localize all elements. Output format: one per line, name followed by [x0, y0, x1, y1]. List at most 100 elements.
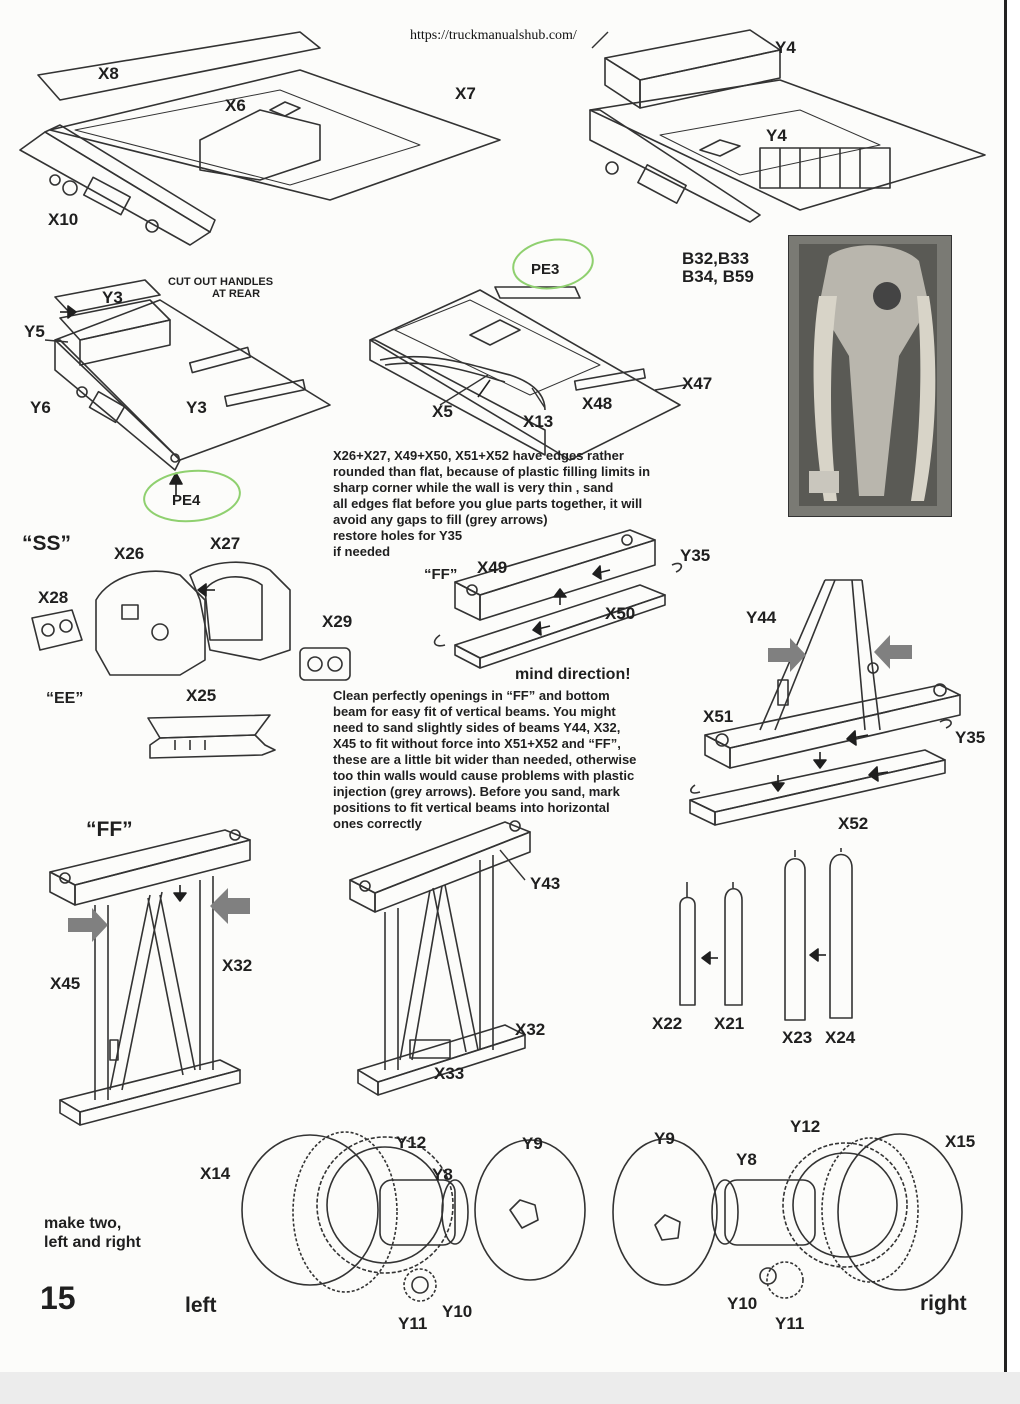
label-x15: X15: [945, 1132, 976, 1151]
clean-note-line: ones correctly: [333, 816, 422, 831]
photo-caption-line-2: B34, B59: [682, 267, 754, 286]
edges-note-line: avoid any gaps to fill (grey arrows): [333, 512, 548, 527]
small-arrows: [60, 305, 889, 965]
label-ff: “FF”: [86, 818, 133, 841]
cut-out-line-2: AT REAR: [212, 288, 261, 300]
edges-note-line: restore holes for Y35: [333, 528, 463, 543]
clean-note-line: X45 to fit without force into X51+X52 an…: [333, 736, 621, 751]
edges-note-line: all edges flat before you glue parts tog…: [333, 496, 643, 511]
label-y4: Y4: [766, 126, 787, 145]
wheel-assembly-right: [612, 1133, 963, 1299]
label-x21: X21: [714, 1014, 745, 1033]
label-x47: X47: [682, 374, 713, 393]
clean-note-line: beam for easy fit of vertical beams. You…: [333, 704, 616, 719]
photo-caption-line-1: B32,B33: [682, 249, 750, 268]
parts-ss: [31, 561, 351, 681]
edges-note-line: if needed: [333, 544, 391, 559]
label-ff-top: “FF”: [424, 566, 458, 583]
make-two-note: make two, left and right: [44, 1214, 141, 1252]
label-left: left: [185, 1294, 217, 1317]
label-x7: X7: [455, 84, 476, 103]
page-number: 15: [40, 1280, 76, 1316]
label-right: right: [920, 1292, 967, 1315]
make-two-line-2: left and right: [44, 1234, 141, 1251]
clean-note-line: Clean perfectly openings in “FF” and bot…: [333, 688, 610, 703]
label-y10-left: Y10: [442, 1302, 473, 1321]
label-y12-right: Y12: [790, 1117, 821, 1136]
label-x27: X27: [210, 534, 241, 553]
clean-note-line: these are a little bit wider than needed…: [333, 752, 637, 767]
label-y43: Y43: [530, 874, 561, 893]
label-ee: “EE”: [46, 690, 84, 707]
edges-note-line: rounded than flat, because of plastic fi…: [333, 464, 651, 479]
label-x51: X51: [703, 707, 734, 726]
label-x32: X32: [515, 1020, 546, 1039]
mind-direction-note: mind direction!: [515, 666, 631, 683]
gantry-y43-x33: [349, 820, 531, 1096]
clean-note-line: positions to fit vertical beams into hor…: [333, 800, 610, 815]
label-x45: X45: [50, 974, 81, 993]
label-y44: Y44: [746, 608, 777, 627]
label-y4-top: Y4: [775, 38, 796, 57]
label-y35-top: Y35: [680, 546, 711, 565]
make-two-line-1: make two,: [44, 1215, 122, 1232]
label-pe4: PE4: [172, 492, 201, 509]
label-y11-left: Y11: [398, 1314, 428, 1333]
label-y8-right: Y8: [736, 1150, 757, 1169]
label-y10-right: Y10: [727, 1294, 758, 1313]
label-x26: X26: [114, 544, 145, 563]
wheel-assembly-left: [241, 1131, 586, 1302]
clean-note-line: injection (grey arrows). Before you sand…: [333, 784, 620, 799]
label-y35: Y35: [955, 728, 986, 747]
green-highlights: [143, 238, 594, 523]
edges-note: X26+X27, X49+X50, X51+X52 have edges rat…: [333, 448, 650, 560]
label-y5: Y5: [24, 322, 45, 341]
hull-assembly-x47: [369, 286, 681, 461]
cylinders-x21-x24: [679, 848, 853, 1021]
reference-photo: [788, 235, 952, 517]
label-x33: X33: [434, 1064, 465, 1083]
label-ss: “SS”: [22, 532, 72, 555]
clean-note-line: need to sand slightly sides of beams Y44…: [333, 720, 621, 735]
clean-note-line: too thin walls would cause problems with…: [333, 768, 635, 783]
label-y3-top: Y3: [102, 288, 123, 307]
label-y3: Y3: [186, 398, 207, 417]
label-x25: X25: [186, 686, 217, 705]
label-y9-right: Y9: [654, 1129, 675, 1148]
gantry-x45-x32: [49, 829, 251, 1126]
label-x14: X14: [200, 1164, 231, 1183]
label-x50: X50: [605, 604, 636, 623]
label-x5: X5: [432, 402, 453, 421]
grey-arrows: [68, 635, 912, 942]
label-y6: Y6: [30, 398, 51, 417]
cut-out-note: CUT OUT HANDLES AT REAR: [168, 276, 273, 300]
label-y12-left: Y12: [396, 1133, 427, 1152]
hull-assembly-y3: [54, 279, 331, 471]
label-x13: X13: [523, 412, 554, 431]
leader-lines: [44, 31, 686, 881]
beam-ff-x49-x50: [433, 529, 683, 669]
part-ee-x25: [147, 714, 276, 759]
label-x29: X29: [322, 612, 353, 631]
source-url[interactable]: https://truckmanualshub.com/: [410, 28, 577, 43]
label-y11-right: Y11: [775, 1314, 805, 1333]
label-pe3: PE3: [531, 261, 560, 278]
label-x23: X23: [782, 1028, 813, 1047]
photo-caption: B32,B33 B34, B59: [682, 250, 754, 286]
label-x48: X48: [582, 394, 613, 413]
label-x6: X6: [225, 96, 246, 115]
label-x32-left: X32: [222, 956, 253, 975]
label-y9-left: Y9: [522, 1134, 543, 1153]
label-x49: X49: [477, 558, 508, 577]
clean-note: Clean perfectly openings in “FF” and bot…: [333, 688, 636, 832]
hull-assembly-x8: [19, 31, 501, 246]
label-x22: X22: [652, 1014, 683, 1033]
label-x10: X10: [48, 210, 79, 229]
page-edge: [1004, 0, 1007, 1404]
label-y8-left: Y8: [432, 1165, 453, 1184]
cut-out-line-1: CUT OUT HANDLES: [168, 276, 274, 288]
edges-note-line: X26+X27, X49+X50, X51+X52 have edges rat…: [333, 448, 624, 463]
gantry-y44-x51-x52: [689, 579, 961, 826]
